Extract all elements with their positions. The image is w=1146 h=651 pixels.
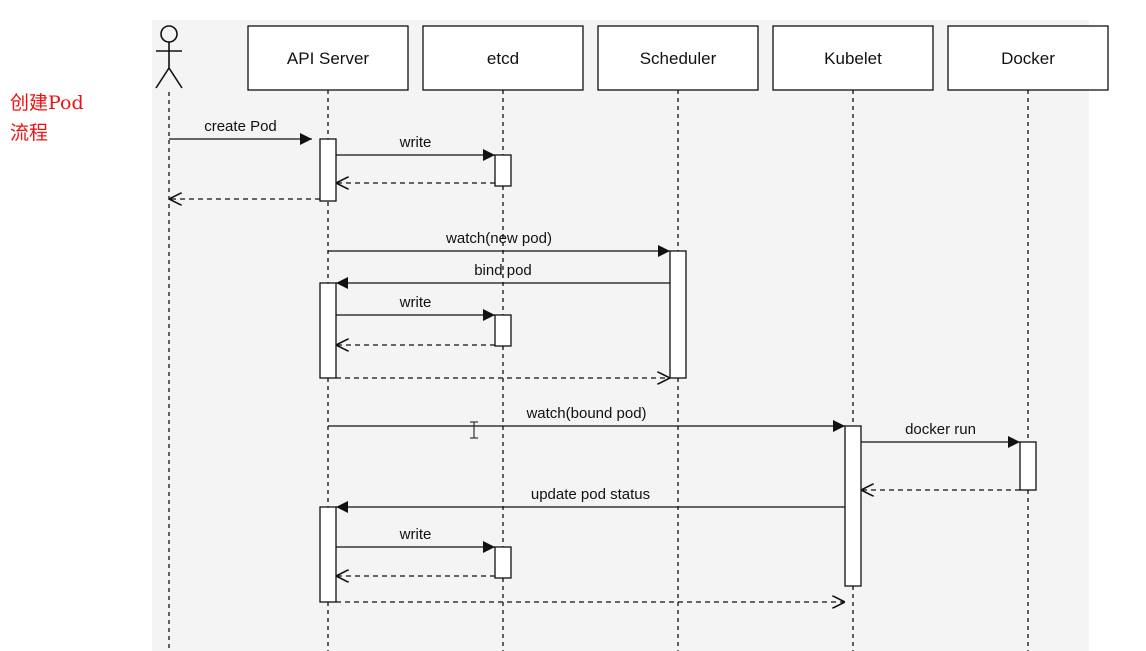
activation-bar-etcd <box>494 154 512 187</box>
diagram-canvas <box>152 20 1089 651</box>
message-label-1: create Pod <box>204 118 277 135</box>
activation-bar-api <box>319 506 337 603</box>
activation-bar-docker <box>1019 441 1037 491</box>
participant-label-kubelet: Kubelet <box>824 49 882 68</box>
activation-bar-etcd <box>494 546 512 579</box>
participant-box-api <box>247 25 409 91</box>
activation-bar-api <box>319 282 337 379</box>
message-label-11: docker run <box>905 421 976 438</box>
caption-line-2: 流程 <box>10 122 49 144</box>
message-label-7: write <box>399 294 432 311</box>
activation-bar-sched <box>669 250 687 379</box>
participant-label-sched: Scheduler <box>640 49 717 68</box>
activation-bar-etcd <box>494 314 512 347</box>
message-label-13: update pod status <box>531 486 650 503</box>
participant-box-kubelet <box>772 25 934 91</box>
activation-bars <box>319 138 1037 603</box>
message-label-14: write <box>399 526 432 543</box>
participant-label-docker: Docker <box>1001 49 1055 68</box>
activation-bar-api <box>319 138 337 202</box>
messages: create Pod write watch(new pod) bind pod wri… <box>169 118 1020 602</box>
text-cursor-icon <box>470 421 478 439</box>
message-label-5: watch(new pod) <box>445 230 552 247</box>
participant-headers: API Server etcd Scheduler Kubelet Docker <box>155 25 1109 91</box>
diagram-caption: 创建Pod 流程 <box>10 88 120 148</box>
participant-box-etcd <box>422 25 584 91</box>
participant-box-docker <box>947 25 1109 91</box>
participant-label-api: API Server <box>287 49 370 68</box>
participant-box-sched <box>597 25 759 91</box>
message-label-2: write <box>399 134 432 151</box>
activation-bar-kubelet <box>844 425 862 587</box>
message-label-6: bind pod <box>474 262 532 279</box>
message-label-10: watch(bound pod) <box>525 405 646 422</box>
caption-line-1: 创建Pod <box>10 92 84 114</box>
actor-icon <box>155 25 183 89</box>
participant-label-etcd: etcd <box>487 49 519 68</box>
